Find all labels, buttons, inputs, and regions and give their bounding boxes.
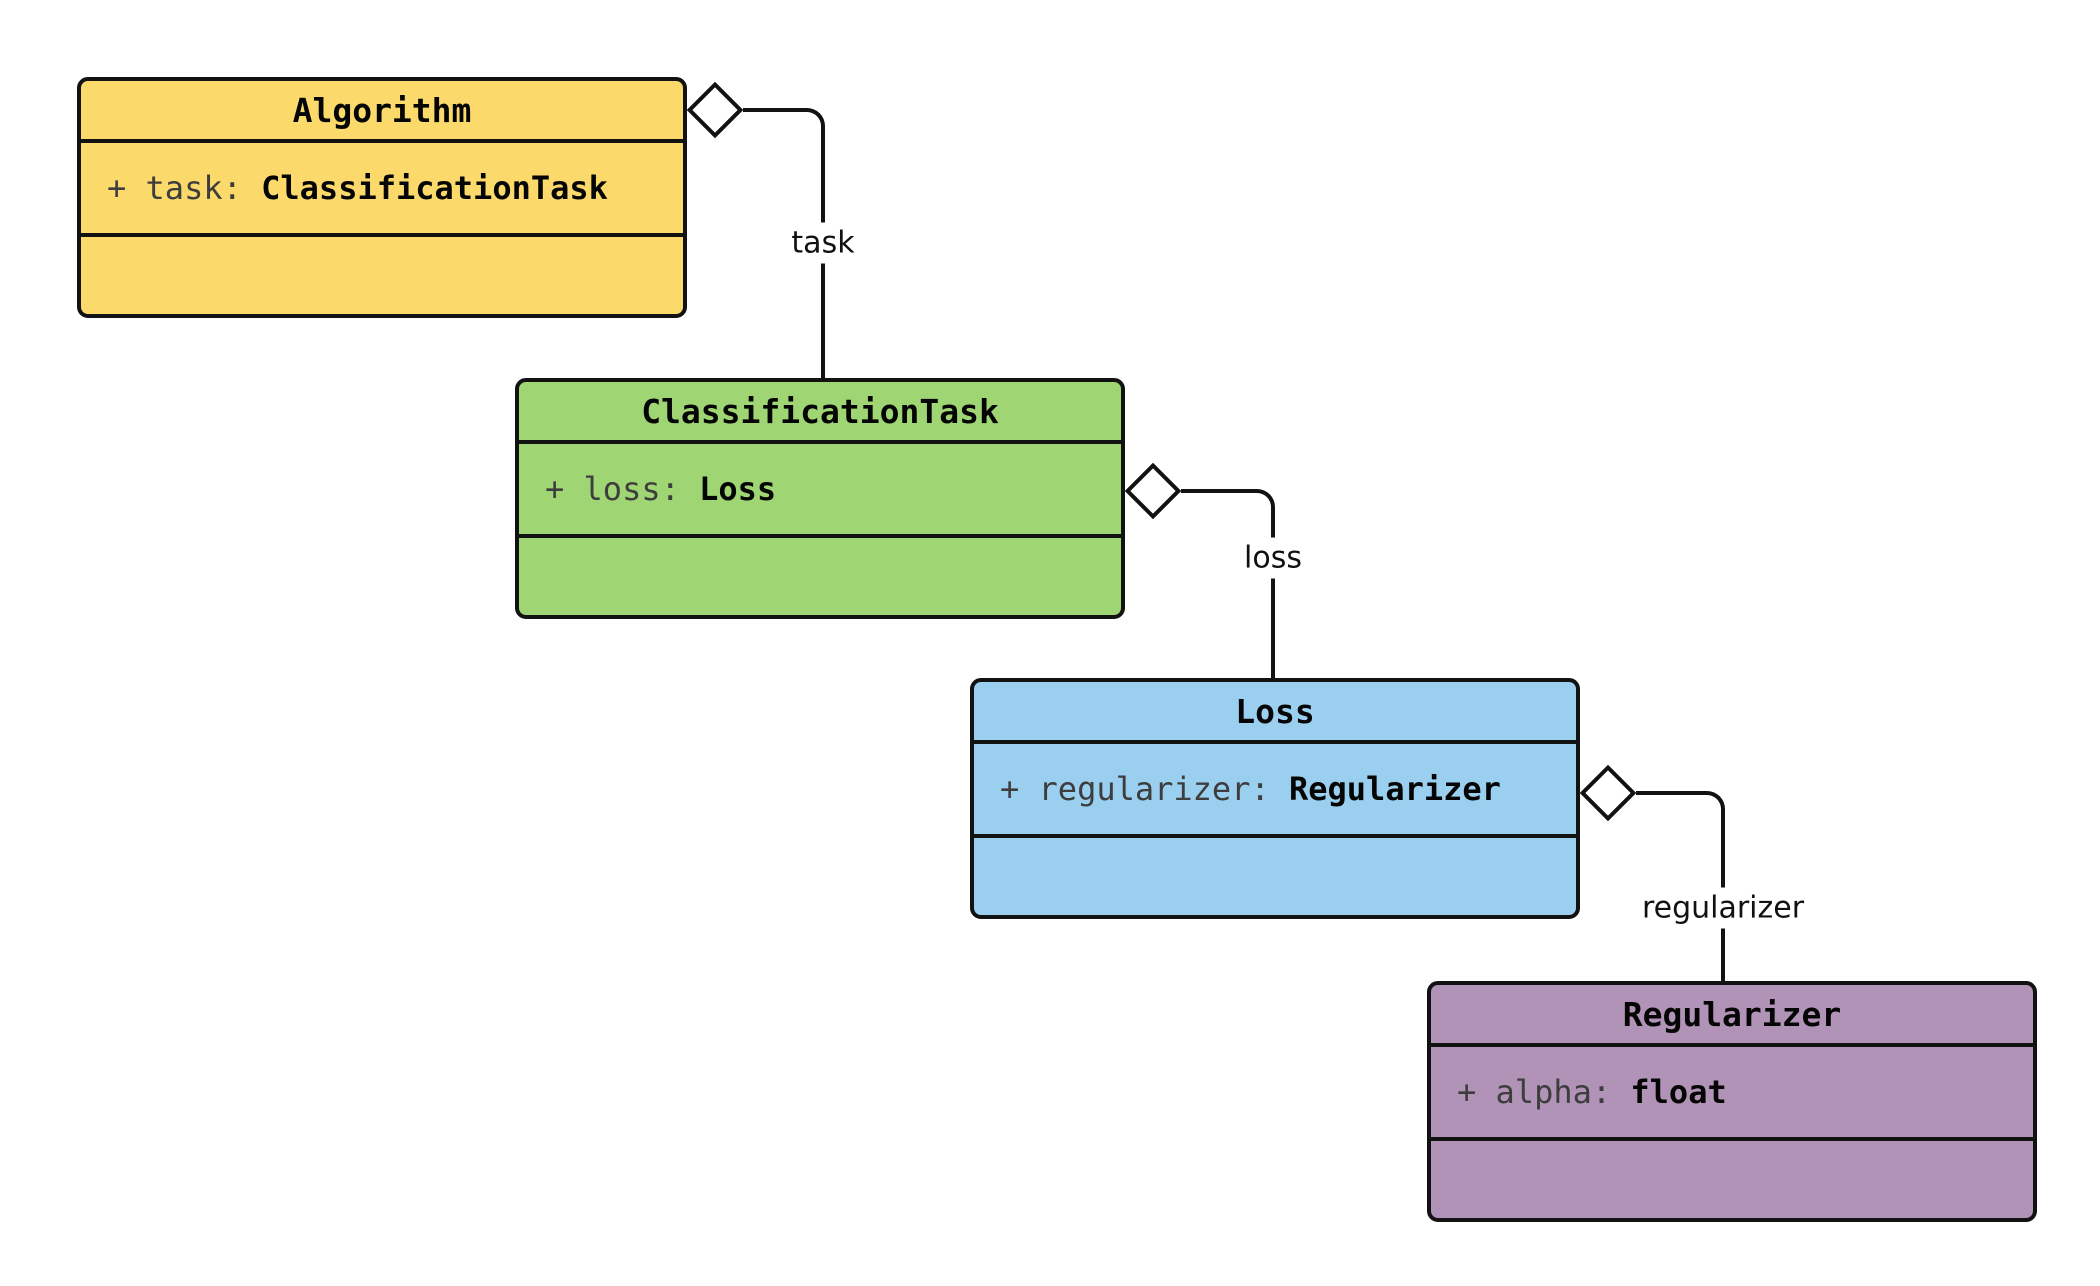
class-title: Loss xyxy=(1235,691,1315,731)
attribute-name: + regularizer: xyxy=(1000,770,1289,808)
relation-connector-regularizer xyxy=(1636,791,1725,981)
attribute-name: + alpha: xyxy=(1457,1073,1631,1111)
class-methods-compartment xyxy=(81,233,683,314)
relation-label-task: task xyxy=(781,222,865,264)
class-methods-compartment xyxy=(974,834,1576,915)
class-box-regularizer: Regularizer + alpha: float xyxy=(1427,981,2037,1222)
aggregation-diamond-icon xyxy=(686,81,744,139)
attribute-type: ClassificationTask xyxy=(261,169,608,207)
class-attribute: + regularizer: Regularizer xyxy=(974,740,1576,834)
class-box-classificationtask: ClassificationTask + loss: Loss xyxy=(515,378,1125,619)
class-attribute: + loss: Loss xyxy=(519,440,1121,534)
class-methods-compartment xyxy=(1431,1137,2033,1218)
class-title: ClassificationTask xyxy=(641,391,999,431)
attribute-name: + loss: xyxy=(545,470,700,508)
aggregation-diamond-icon xyxy=(1124,462,1182,520)
relation-label-loss: loss xyxy=(1234,537,1312,579)
class-box-algorithm: Algorithm + task: ClassificationTask xyxy=(77,77,687,318)
class-title: Regularizer xyxy=(1622,994,1842,1034)
attribute-type: float xyxy=(1630,1073,1727,1111)
class-title: Algorithm xyxy=(292,90,472,130)
attribute-type: Loss xyxy=(699,470,777,508)
class-attribute: + alpha: float xyxy=(1431,1043,2033,1137)
attribute-type: Regularizer xyxy=(1288,770,1501,808)
class-methods-compartment xyxy=(519,534,1121,615)
relation-connector-loss xyxy=(1181,489,1275,678)
relation-label-regularizer: regularizer xyxy=(1631,887,1815,929)
aggregation-diamond-icon xyxy=(1579,764,1637,822)
attribute-name: + task: xyxy=(107,169,262,207)
class-attribute: + task: ClassificationTask xyxy=(81,139,683,233)
class-box-loss: Loss + regularizer: Regularizer xyxy=(970,678,1580,919)
